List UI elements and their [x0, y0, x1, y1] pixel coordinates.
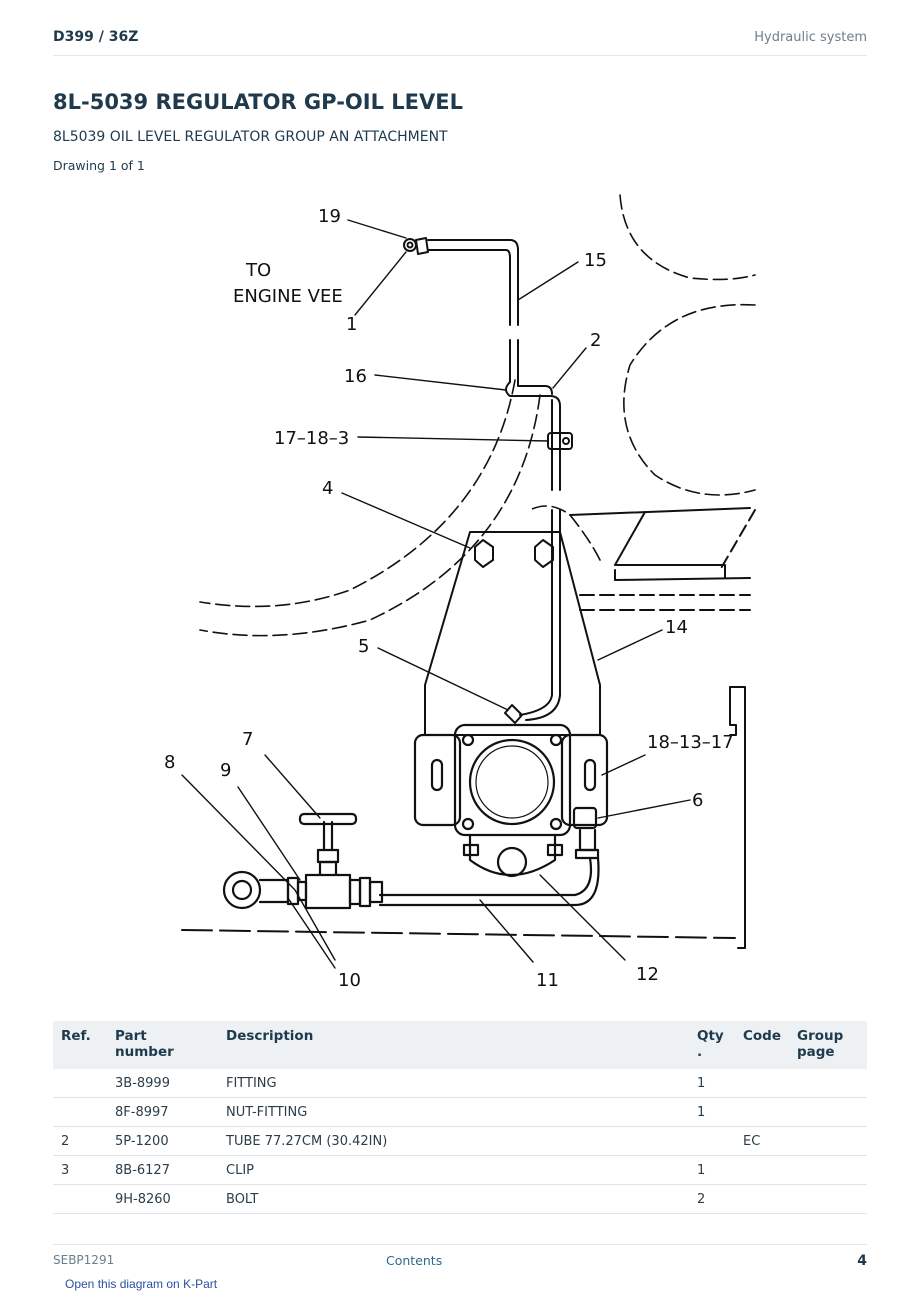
callout-10[interactable]: 10 — [338, 970, 361, 991]
cell-description: CLIP — [218, 1155, 689, 1185]
cell-qty: 1 — [688, 1155, 735, 1185]
cell-part-number[interactable]: 8F-8997 — [107, 1097, 218, 1127]
cell-code — [734, 1155, 789, 1185]
drain-line — [222, 806, 600, 910]
cell-group-page — [789, 1069, 867, 1098]
footer-divider — [53, 1244, 867, 1245]
cell-qty: 1 — [688, 1069, 735, 1098]
drawing-count: Drawing 1 of 1 — [53, 158, 145, 173]
page-number: 4 — [857, 1253, 867, 1269]
cell-ref — [53, 1184, 107, 1214]
callout-1[interactable]: 1 — [346, 314, 357, 335]
regulator-body — [413, 723, 609, 878]
cell-qty — [688, 1126, 735, 1156]
cell-group-page — [789, 1155, 867, 1185]
cell-part-number[interactable]: 9H-8260 — [107, 1184, 218, 1214]
cell-description: NUT-FITTING — [218, 1097, 689, 1127]
col-code: Code — [734, 1021, 789, 1069]
header-model: D399 / 36Z — [53, 29, 139, 45]
cell-description: TUBE 77.27CM (30.42IN) — [218, 1126, 689, 1156]
top-fitting — [403, 237, 573, 491]
cell-ref — [53, 1069, 107, 1098]
parts-diagram: TO ENGINE VEE 19 15 1 2 16 17–18–3 4 14 … — [164, 190, 770, 995]
diagram-note-line1: TO — [245, 260, 271, 281]
callout-labels: TO ENGINE VEE 19 15 1 2 16 17–18–3 4 14 … — [164, 206, 734, 991]
cell-qty: 1 — [688, 1097, 735, 1127]
callout-7[interactable]: 7 — [242, 729, 253, 750]
frame-structure — [181, 507, 756, 949]
callout-9[interactable]: 9 — [220, 760, 231, 781]
callout-17-18-3[interactable]: 17–18–3 — [274, 428, 349, 449]
cell-code — [734, 1097, 789, 1127]
table-row: 2 5P-1200 TUBE 77.27CM (30.42IN) EC — [53, 1126, 867, 1156]
callout-19[interactable]: 19 — [318, 206, 341, 227]
callout-2[interactable]: 2 — [590, 330, 601, 351]
callout-5[interactable]: 5 — [358, 636, 369, 657]
callout-6[interactable]: 6 — [692, 790, 703, 811]
callout-4[interactable]: 4 — [322, 478, 333, 499]
diagram-note-line2: ENGINE VEE — [233, 286, 343, 307]
page-subtitle: 8L5039 OIL LEVEL REGULATOR GROUP AN ATTA… — [53, 129, 448, 145]
cell-part-number[interactable]: 3B-8999 — [107, 1069, 218, 1098]
cell-ref — [53, 1097, 107, 1127]
cell-ref: 2 — [53, 1126, 107, 1156]
cell-code: EC — [734, 1126, 789, 1156]
callout-14[interactable]: 14 — [665, 617, 688, 638]
cell-code — [734, 1069, 789, 1098]
cell-part-number[interactable]: 5P-1200 — [107, 1126, 218, 1156]
col-group-page: Group page — [789, 1021, 867, 1069]
engine-outline — [199, 194, 756, 637]
page-title: 8L-5039 REGULATOR GP-OIL LEVEL — [53, 90, 463, 114]
cell-ref: 3 — [53, 1155, 107, 1185]
cell-description: FITTING — [218, 1069, 689, 1098]
callout-leaders — [181, 219, 691, 969]
cell-code — [734, 1184, 789, 1214]
cell-group-page — [789, 1184, 867, 1214]
cell-description: BOLT — [218, 1184, 689, 1214]
table-row: 8F-8997 NUT-FITTING 1 — [53, 1097, 867, 1127]
callout-12[interactable]: 12 — [636, 964, 659, 985]
table-row: 3B-8999 FITTING 1 — [53, 1069, 867, 1098]
table-row: 3 8B-6127 CLIP 1 — [53, 1155, 867, 1185]
callout-18-13-17[interactable]: 18–13–17 — [647, 732, 734, 753]
col-ref: Ref. — [53, 1021, 107, 1069]
cell-qty: 2 — [688, 1184, 735, 1214]
header-section: Hydraulic system — [754, 30, 867, 45]
callout-16[interactable]: 16 — [344, 366, 367, 387]
col-part-number: Part number — [107, 1021, 218, 1069]
header-divider — [53, 55, 867, 56]
table-row: 9H-8260 BOLT 2 — [53, 1184, 867, 1214]
callout-15[interactable]: 15 — [584, 250, 607, 271]
col-qty: Qty . — [688, 1021, 735, 1069]
parts-table: Ref. Part number Description Qty . Code … — [53, 1021, 867, 1214]
mounting-bracket — [424, 509, 601, 736]
callout-8[interactable]: 8 — [164, 752, 175, 773]
cell-group-page — [789, 1126, 867, 1156]
kpart-link[interactable]: Open this diagram on K-Part — [65, 1277, 218, 1291]
col-description: Description — [218, 1021, 689, 1069]
parts-table-header: Ref. Part number Description Qty . Code … — [53, 1021, 867, 1069]
contents-link[interactable]: Contents — [386, 1253, 443, 1268]
callout-11[interactable]: 11 — [536, 970, 559, 991]
cell-part-number[interactable]: 8B-6127 — [107, 1155, 218, 1185]
footer-doc-id: SEBP1291 — [53, 1253, 115, 1267]
cell-group-page — [789, 1097, 867, 1127]
